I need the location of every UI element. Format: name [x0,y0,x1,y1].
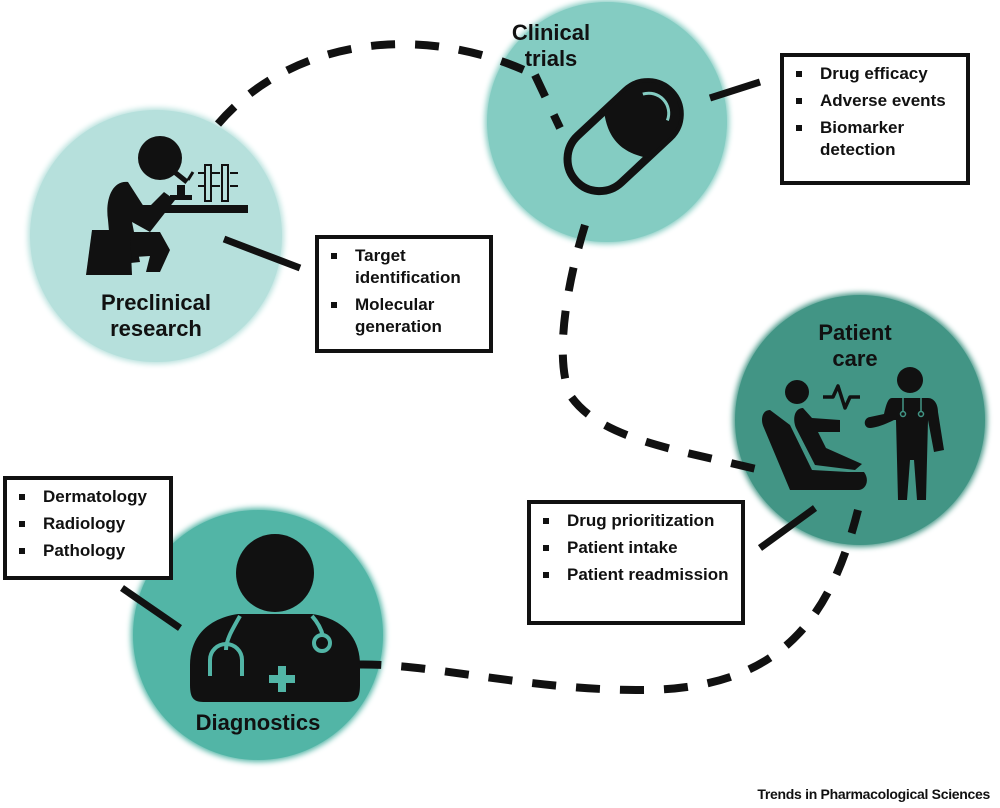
bullet-icon [796,98,802,104]
preclinical-label-line2: research [110,316,202,341]
list-item: Radiology [17,513,159,535]
dashed-path-clinical-to-patient-care [531,73,564,130]
clinical-applications-box: Drug efficacy Adverse events Biomarker d… [780,53,970,185]
preclinical-research-label: Preclinical research [66,290,246,342]
bullet-icon [19,494,25,500]
item-text: Drug prioritization [567,511,715,530]
bullet-icon [543,572,549,578]
clinical-label-line1: Clinical [511,20,591,45]
list-item: Target identification [329,245,479,289]
list-item: Patient readmission [541,564,731,586]
bullet-icon [543,545,549,551]
connector-patient-care [757,505,818,551]
item-text: Molecular generation [355,295,442,336]
clinical-trials-label: Clinical trials [486,20,616,72]
bullet-icon [796,71,802,77]
item-text: Pathology [43,541,126,560]
doctor-stethoscope-icon [190,534,360,702]
item-text: Dermatology [43,487,147,506]
bullet-icon [19,521,25,527]
list-item: Biomarker detection [794,117,956,161]
bullet-icon [796,125,802,131]
journal-credit: Trends in Pharmacological Sciences [757,786,990,802]
scientist-microscope-icon [86,136,248,275]
clinical-label-line2: trials [524,46,578,71]
patient-care-applications-box: Drug prioritization Patient intake Patie… [527,500,745,625]
bullet-icon [331,253,337,259]
dashed-flow-path [214,40,862,695]
patient-care-label-line1: Patient [818,320,892,345]
preclinical-label-line1: Preclinical [100,290,212,315]
item-text: Target identification [355,246,461,287]
item-text: Patient readmission [567,565,729,584]
connector-preclinical [222,235,302,272]
bullet-icon [19,548,25,554]
list-item: Drug prioritization [541,510,731,532]
list-item: Molecular generation [329,294,479,338]
item-text: Drug efficacy [820,64,928,83]
dashed-path-patient-to-diagnostics [344,509,862,695]
connector-diagnostics [120,585,182,631]
item-text: Adverse events [820,91,946,110]
item-text: Biomarker detection [820,118,905,159]
bullet-icon [331,302,337,308]
list-item: Adverse events [794,90,956,112]
connector-clinical [708,78,762,102]
patient-doctor-icon [762,367,944,500]
diagnostics-applications-box: Dermatology Radiology Pathology [3,476,173,580]
patient-care-label-line2: care [832,346,878,371]
list-item: Drug efficacy [794,63,956,85]
diagnostics-label: Diagnostics [168,710,348,736]
preclinical-applications-box: Target identification Molecular generati… [315,235,493,353]
item-text: Patient intake [567,538,678,557]
patient-care-label: Patient care [790,320,920,372]
bullet-icon [543,518,549,524]
pill-capsule-icon [563,78,684,196]
item-text: Radiology [43,514,126,533]
list-item: Dermatology [17,486,159,508]
dashed-path-clinical-down [558,223,761,474]
list-item: Pathology [17,540,159,562]
diagnostics-label-line1: Diagnostics [195,710,321,735]
connector-lines [120,78,818,631]
list-item: Patient intake [541,537,731,559]
